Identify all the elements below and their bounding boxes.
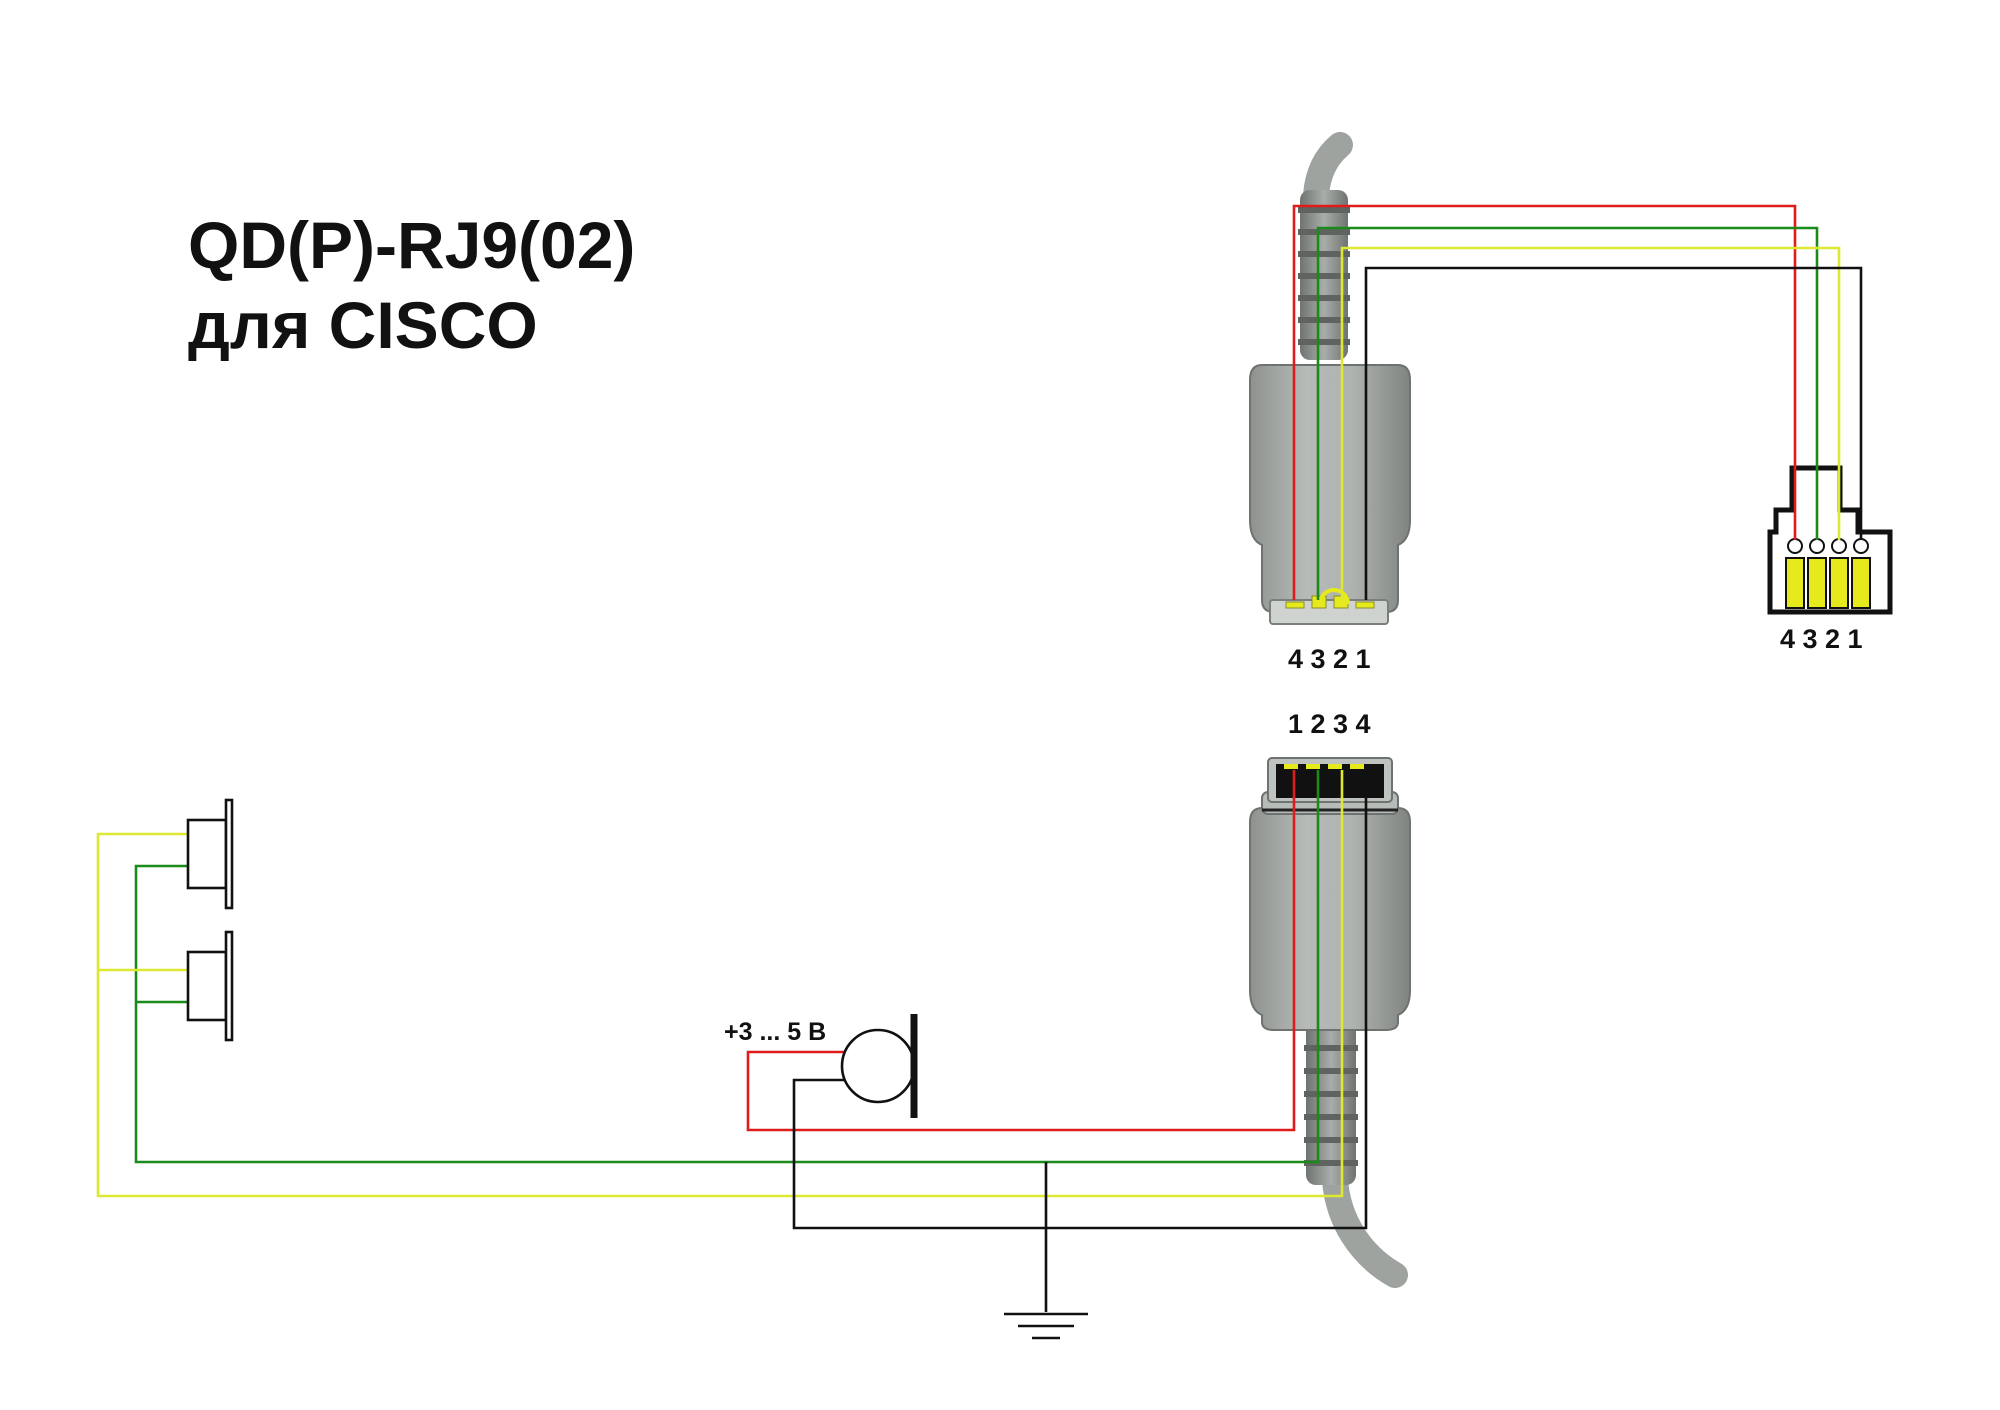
earphone-icon (186, 798, 234, 910)
rj9-pin-numbers: 4 3 2 1 (1780, 624, 1863, 654)
wire-red-top (1292, 204, 1797, 600)
qd-connector-top (1249, 132, 1411, 625)
title-line-2: для CISCO (188, 288, 538, 362)
wire-red-bottom (746, 770, 1296, 1132)
top-wiring (1292, 204, 1863, 600)
wire-black-top (1364, 266, 1863, 600)
title-line-1: QD(P)-RJ9(02) (188, 208, 635, 282)
mic-supply-label: +3 ... 5 В (724, 1018, 826, 1046)
rj9-plug-icon (1767, 465, 1893, 615)
bottom-wiring (96, 770, 1368, 1312)
microphone-icon (840, 1014, 918, 1118)
wire-black-bottom (792, 770, 1368, 1230)
qd-bottom-pin-numbers: 1 2 3 4 (1288, 709, 1371, 739)
qd-connector-bottom (1249, 757, 1411, 1288)
wire-yellow-top (1340, 246, 1841, 600)
wire-green-top (1316, 226, 1819, 600)
wire-yellow-bottom (96, 770, 1344, 1198)
qd-top-pin-numbers: 4 3 2 1 (1288, 644, 1371, 674)
ground-icon (1004, 1312, 1088, 1340)
earphone-icon (186, 930, 234, 1042)
wire-green-bottom (134, 770, 1320, 1164)
